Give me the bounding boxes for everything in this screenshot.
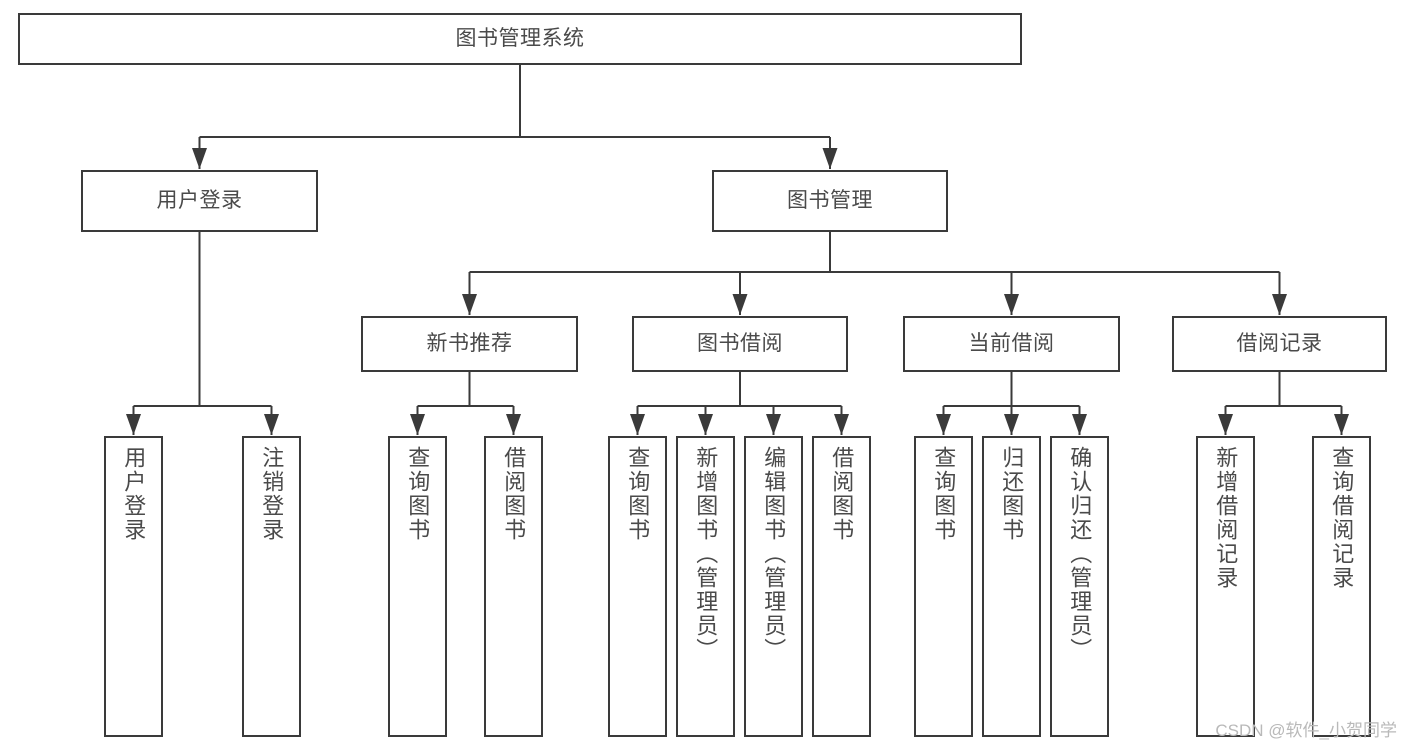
arrowhead [1004,414,1019,435]
arrowhead [1334,414,1349,435]
node-leaf08[interactable]: 借阅图书 [812,436,871,737]
arrowhead [698,414,713,435]
node-leaf13[interactable]: 查询借阅记录 [1312,436,1371,737]
node-label: 当前借阅 [968,332,1055,356]
node-leaf06[interactable]: 新增图书（管理员） [676,436,735,737]
node-label: 图书管理系统 [455,27,585,51]
node-label: 编辑图书（管理员） [761,446,787,662]
node-label: 图书管理 [787,189,873,213]
arrowhead [1072,414,1087,435]
node-root[interactable]: 图书管理系统 [18,13,1022,65]
node-leaf11[interactable]: 确认归还（管理员） [1050,436,1109,737]
node-leaf03[interactable]: 查询图书 [388,436,447,737]
arrowhead [192,148,207,169]
arrowhead [766,414,781,435]
node-label: 借阅记录 [1236,332,1323,356]
node-label: 图书借阅 [697,332,783,356]
node-leaf01[interactable]: 用户登录 [104,436,163,737]
node-label: 查询图书 [625,446,651,542]
node-l3b[interactable]: 图书借阅 [632,316,848,372]
node-label: 确认归还（管理员） [1067,446,1093,662]
node-label: 归还图书 [999,446,1025,542]
node-label: 用户登录 [156,189,243,213]
arrowhead [462,294,477,315]
node-l3a[interactable]: 新书推荐 [361,316,578,372]
arrowhead [1004,294,1019,315]
arrowhead [1272,294,1287,315]
arrowhead [126,414,141,435]
arrowhead [506,414,521,435]
arrowhead [732,294,748,315]
node-label: 用户登录 [121,446,147,542]
node-leaf12[interactable]: 新增借阅记录 [1196,436,1255,737]
node-leaf09[interactable]: 查询图书 [914,436,973,737]
node-l3c[interactable]: 当前借阅 [903,316,1120,372]
node-leaf10[interactable]: 归还图书 [982,436,1041,737]
node-leaf07[interactable]: 编辑图书（管理员） [744,436,803,737]
node-label: 新书推荐 [426,332,513,356]
node-l2b[interactable]: 图书管理 [712,170,948,232]
arrowhead [630,414,645,435]
node-label: 新增借阅记录 [1213,446,1239,590]
node-label: 查询图书 [405,446,431,542]
node-l3d[interactable]: 借阅记录 [1172,316,1387,372]
arrowhead [410,414,425,435]
node-leaf05[interactable]: 查询图书 [608,436,667,737]
node-l2a[interactable]: 用户登录 [81,170,318,232]
node-label: 借阅图书 [501,446,527,542]
arrowhead [822,148,838,169]
node-leaf02[interactable]: 注销登录 [242,436,301,737]
node-label: 查询图书 [931,446,957,542]
arrowhead [936,414,951,435]
arrowhead [834,414,849,435]
node-label: 查询借阅记录 [1329,446,1355,590]
node-leaf04[interactable]: 借阅图书 [484,436,543,737]
arrowhead [264,414,279,435]
node-label: 借阅图书 [829,446,855,542]
arrowhead [1218,414,1233,435]
node-label: 新增图书（管理员） [693,446,719,662]
node-label: 注销登录 [259,446,285,542]
